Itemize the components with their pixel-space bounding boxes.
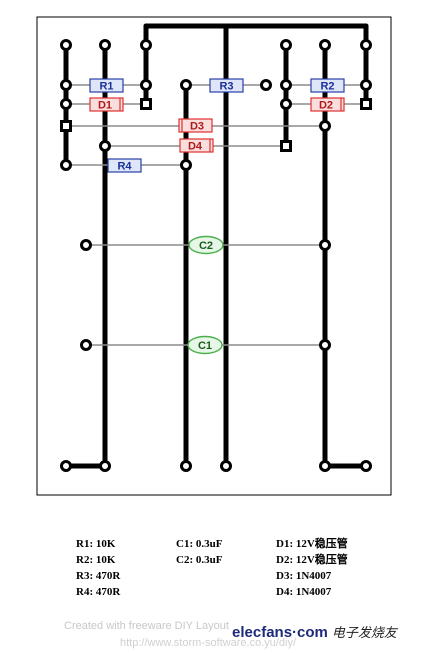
diode-d4: D4 (179, 138, 214, 153)
label-d4: D4 (188, 141, 203, 153)
legend-item: C2: 0.3uF (176, 554, 223, 566)
brand-cn-name: 电子发烧友 (331, 626, 397, 641)
diode-d1: D1 (89, 97, 124, 112)
legend-item: R1: 10K (76, 538, 116, 550)
board-outline (36, 16, 392, 496)
diode-d2: D2 (310, 97, 345, 112)
legend-item: D2: 12V稳压管 (276, 554, 348, 566)
credit-url: http://www.storm-software.co.yu/diy/ (120, 637, 297, 649)
legend-item: R4: 470R (76, 586, 121, 598)
label-d3: D3 (190, 121, 204, 133)
label-d2: D2 (319, 100, 333, 112)
resistor-r2: R2 (310, 78, 345, 93)
resistor-r4: R4 (107, 158, 142, 173)
label-c2: C2 (199, 240, 213, 252)
legend-capacitors: C1: 0.3uF C2: 0.3uF (176, 536, 222, 568)
legend-item: D3: 1N4007 (276, 570, 332, 582)
legend-item: R2: 10K (76, 554, 116, 566)
label-r4: R4 (117, 161, 132, 173)
diode-d3: D3 (178, 118, 213, 133)
capacitor-c1: C1 (187, 335, 223, 355)
resistor-r1: R1 (89, 78, 124, 93)
credit-text: Created with freeware DIY Layout (64, 620, 229, 632)
label-r1: R1 (99, 81, 113, 93)
label-d1: D1 (98, 100, 112, 112)
round-pads (60, 39, 372, 472)
label-r3: R3 (219, 81, 233, 93)
legend-item: C1: 0.3uF (176, 538, 223, 550)
legend-item: D1: 12V稳压管 (276, 538, 348, 550)
label-r2: R2 (320, 81, 334, 93)
label-c1: C1 (198, 340, 212, 352)
resistor-r3: R3 (209, 78, 244, 93)
legend-diodes: D1: 12V稳压管 D2: 12V稳压管 D3: 1N4007 D4: 1N4… (276, 536, 348, 600)
square-pads (60, 98, 372, 152)
legend-item: R3: 470R (76, 570, 121, 582)
capacitor-c2: C2 (188, 235, 224, 255)
brand-name: elecfans·com (232, 624, 328, 641)
legend-item: D4: 1N4007 (276, 586, 332, 598)
legend-resistors: R1: 10K R2: 10K R3: 470R R4: 470R (76, 536, 120, 600)
